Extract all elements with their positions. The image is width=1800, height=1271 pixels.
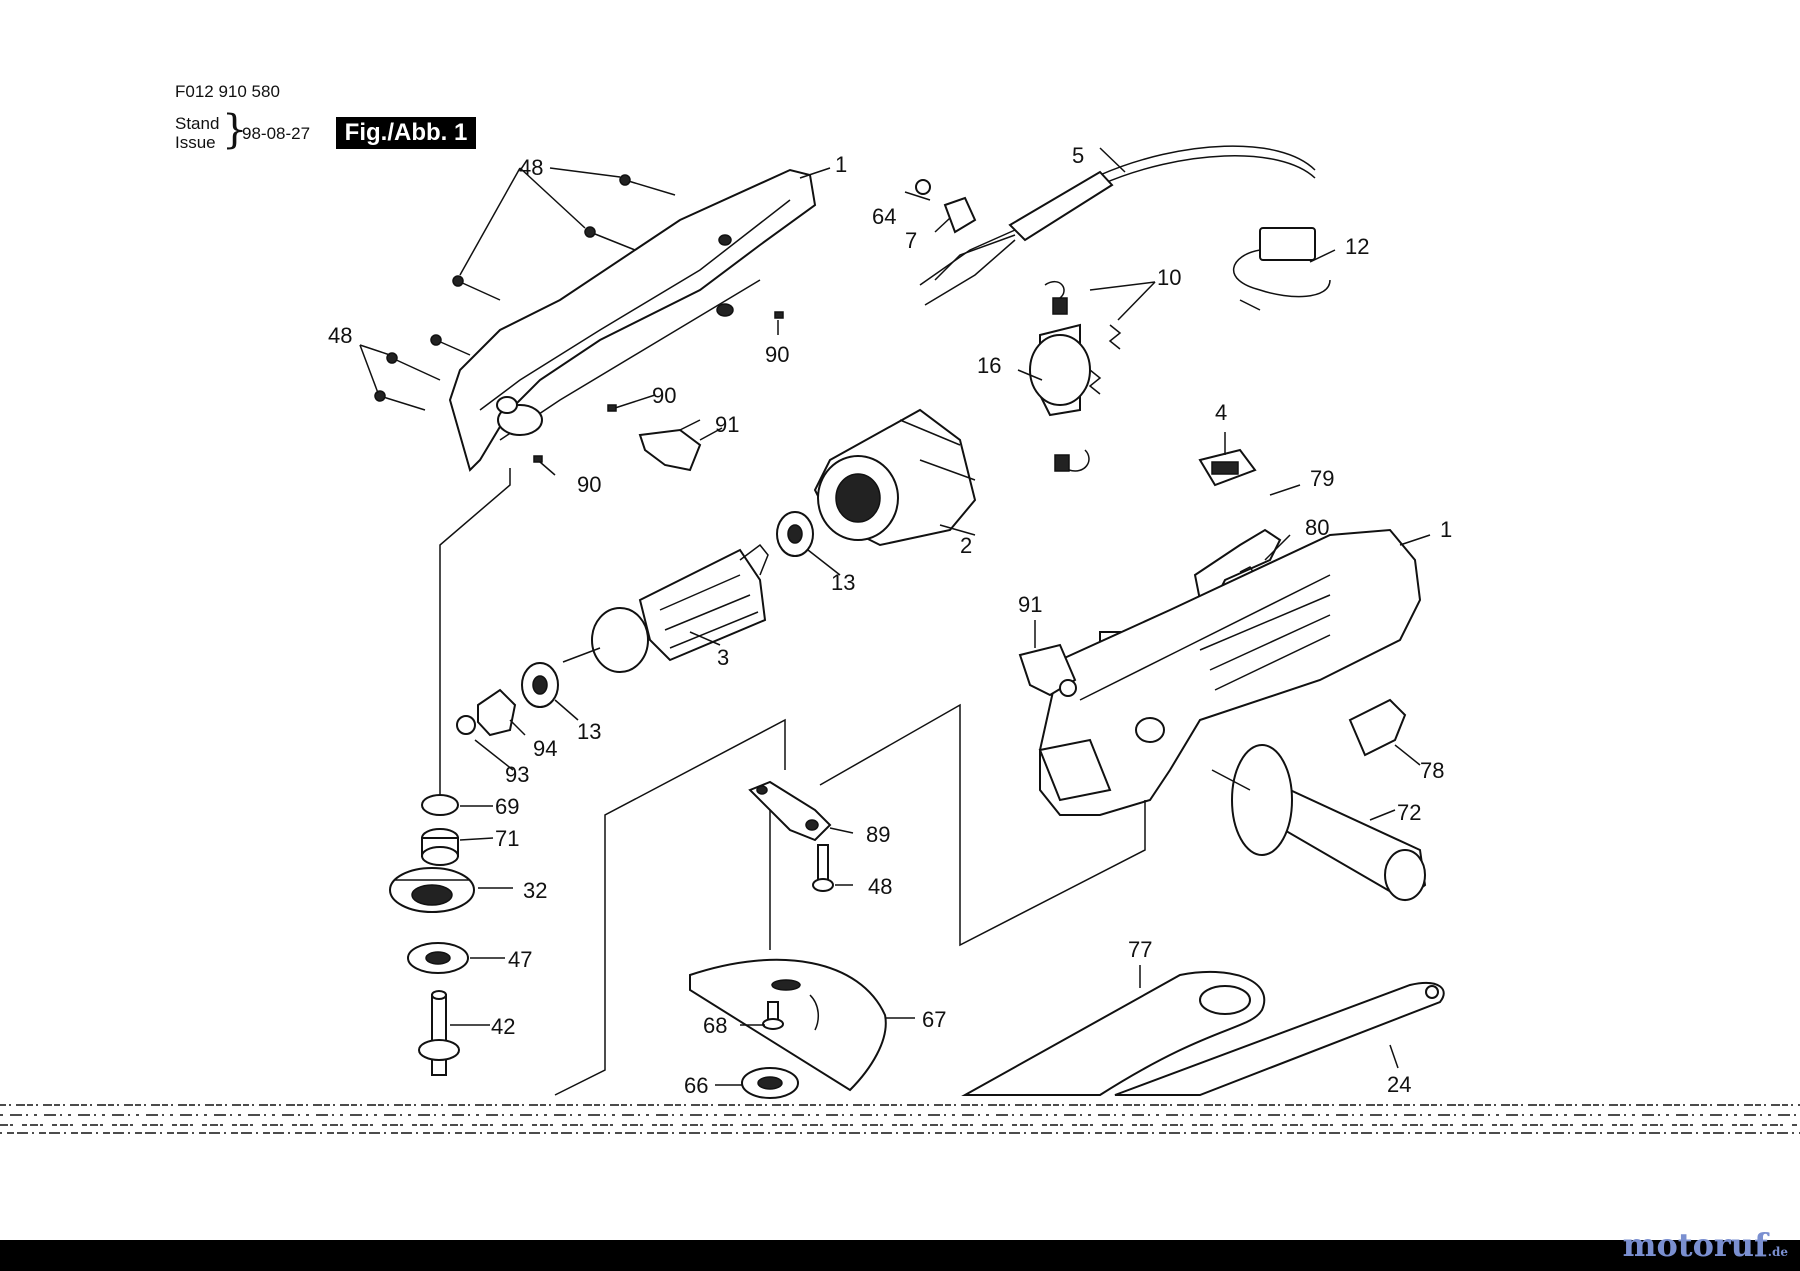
suppressor-12	[1233, 227, 1331, 311]
label-67: 67	[922, 1007, 946, 1032]
lock-button-78	[1348, 698, 1407, 757]
label-78: 78	[1420, 758, 1444, 783]
spindle-42	[418, 990, 460, 1076]
label-91-lower: 91	[1018, 592, 1042, 617]
label-42: 42	[491, 1014, 515, 1039]
label-3: 3	[717, 645, 729, 670]
gear-housing-body-1	[1038, 528, 1422, 816]
watermark-brand: motoruf	[1622, 1226, 1768, 1264]
stator-2	[813, 408, 977, 547]
label-1-right: 1	[1440, 517, 1452, 542]
stand-issue-labels: Stand Issue	[175, 114, 219, 152]
pinion-94	[477, 688, 517, 737]
guard-67	[689, 958, 887, 1092]
spanner-77	[961, 971, 1266, 1096]
part-labels: 48 1 5 64 7 12 10 48 90 16 90 91 4 90 79…	[328, 143, 1452, 1098]
label-69: 69	[495, 794, 519, 819]
clip-91-lower	[1018, 643, 1077, 697]
figure-label: Fig./Abb. 1	[336, 117, 476, 149]
label-13-lower: 13	[577, 719, 601, 744]
label-66: 66	[684, 1073, 708, 1098]
label-47: 47	[508, 947, 532, 972]
screw-68	[762, 1001, 784, 1030]
cable-clamp-7	[915, 179, 977, 234]
label-5: 5	[1072, 143, 1084, 168]
label-77: 77	[1128, 937, 1152, 962]
label-32: 32	[523, 878, 547, 903]
label-90-lower: 90	[577, 472, 601, 497]
label-10: 10	[1157, 265, 1181, 290]
label-71: 71	[495, 826, 519, 851]
label-64: 64	[872, 204, 896, 229]
label-79: 79	[1310, 466, 1334, 491]
doc-number: F012 910 580	[175, 82, 280, 101]
label-12: 12	[1345, 234, 1369, 259]
label-24: 24	[1387, 1072, 1411, 1097]
label-90-upper: 90	[765, 342, 789, 367]
stand-label: Stand	[175, 114, 220, 133]
label-4: 4	[1215, 400, 1227, 425]
label-1-upper: 1	[835, 152, 847, 177]
bevel-gear-32	[389, 867, 475, 913]
watermark-logo: motoruf.de	[1623, 1226, 1788, 1264]
pin-90-b	[607, 404, 617, 412]
ring-69	[421, 794, 459, 816]
bearing-13-upper	[776, 511, 814, 557]
nut-93	[456, 715, 476, 735]
label-13-upper: 13	[831, 570, 855, 595]
label-48-left: 48	[328, 323, 352, 348]
scan-noise-band	[0, 1104, 1800, 1134]
label-16: 16	[977, 353, 1001, 378]
bottom-black-bar	[0, 1240, 1800, 1271]
bearing-13-lower	[521, 662, 559, 708]
label-68: 68	[703, 1013, 727, 1038]
aux-handle-72	[1211, 744, 1427, 902]
needle-bearing-71	[421, 828, 459, 866]
watermark-suffix: .de	[1767, 1245, 1788, 1259]
clip-91-upper	[638, 419, 702, 472]
label-7: 7	[905, 228, 917, 253]
brush-holder-16	[1029, 280, 1122, 472]
assembly-line-left	[439, 468, 511, 795]
spanner-24	[1114, 982, 1445, 1096]
issue-date: 98-08-27	[242, 124, 311, 143]
assembly-line-guard-left	[554, 718, 786, 1096]
housing-half-upper	[448, 168, 817, 472]
label-91-upper: 91	[715, 412, 739, 437]
screw-48-guard	[812, 844, 834, 892]
label-90-middle: 90	[652, 383, 676, 408]
pin-90-a	[774, 311, 784, 319]
issue-label: Issue	[175, 133, 216, 152]
power-cable-5	[919, 145, 1316, 306]
armature-3	[562, 543, 769, 673]
switch-4	[1198, 448, 1257, 487]
label-48-guard: 48	[868, 874, 892, 899]
pin-90-c	[533, 455, 543, 463]
label-80: 80	[1305, 515, 1329, 540]
label-94: 94	[533, 736, 557, 761]
flange-66	[741, 1067, 799, 1099]
assembly-line-guard-right	[819, 703, 1146, 947]
bracket-89	[748, 780, 832, 842]
exploded-parts-diagram: 48 1 5 64 7 12 10 48 90 16 90 91 4 90 79…	[0, 143, 1800, 1134]
label-48-top: 48	[519, 155, 543, 180]
ball-bearing-47	[407, 942, 469, 974]
leader-lines	[450, 147, 1431, 1086]
brace-icon: }	[222, 107, 248, 153]
label-93: 93	[505, 762, 529, 787]
screw-set-48-top	[374, 174, 676, 411]
label-2: 2	[960, 533, 972, 558]
label-89: 89	[866, 822, 890, 847]
label-72: 72	[1397, 800, 1421, 825]
